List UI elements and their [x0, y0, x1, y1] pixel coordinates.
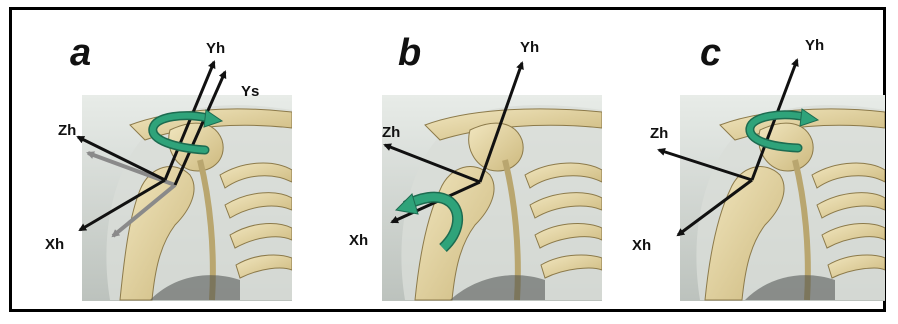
panel-letter-b: b — [398, 32, 421, 74]
zh-label-b: Zh — [382, 124, 400, 141]
ys-label-a: Ys — [241, 83, 259, 100]
yh-label-a: Yh — [206, 40, 225, 57]
yh-label-c: Yh — [805, 37, 824, 54]
xh-label-c: Xh — [632, 237, 651, 254]
shoulder-illustration-c — [680, 95, 885, 301]
zh-label-c: Zh — [650, 125, 668, 142]
panel-letter-c: c — [700, 32, 721, 74]
zh-label-a: Zh — [58, 122, 76, 139]
xh-label-b: Xh — [349, 232, 368, 249]
xh-label-a: Xh — [45, 236, 64, 253]
yh-label-b: Yh — [520, 39, 539, 56]
panel-letter-a: a — [70, 32, 91, 74]
